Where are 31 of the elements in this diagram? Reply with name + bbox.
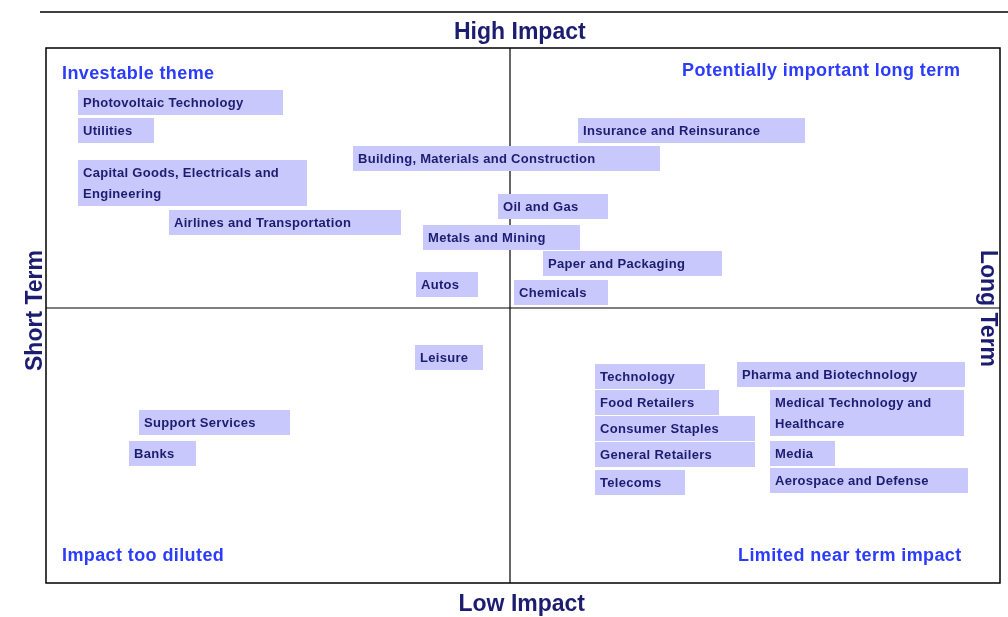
sector-label: Aerospace and Defense: [770, 468, 968, 493]
sector-label: Insurance and Reinsurance: [578, 118, 805, 143]
axis-title: Short Term: [20, 249, 48, 371]
sector-label: Food Retailers: [595, 390, 719, 415]
sector-label: Leisure: [415, 345, 483, 370]
sector-label: Support Services: [139, 410, 290, 435]
sector-label: Medical Technology and Healthcare: [770, 390, 964, 436]
sector-label: Paper and Packaging: [543, 251, 722, 276]
sector-label: Building, Materials and Construction: [353, 146, 660, 171]
quadrant-title: Potentially important long term: [682, 60, 961, 81]
sector-label: Photovoltaic Technology: [78, 90, 283, 115]
sector-label: Consumer Staples: [595, 416, 755, 441]
sector-label: Airlines and Transportation: [169, 210, 401, 235]
sector-label: Banks: [129, 441, 196, 466]
sector-label: Capital Goods, Electricals and Engineering: [78, 160, 307, 206]
axis-title: Long Term: [974, 249, 1002, 367]
sector-label: General Retailers: [595, 442, 755, 467]
quadrant-title: Investable theme: [62, 63, 215, 84]
quadrant-title: Impact too diluted: [62, 545, 225, 566]
axis-title: High Impact: [454, 18, 586, 45]
sector-label: Autos: [416, 272, 478, 297]
sector-label: Chemicals: [514, 280, 608, 305]
axis-title: Low Impact: [458, 590, 585, 617]
sector-label: Metals and Mining: [423, 225, 580, 250]
sector-label: Media: [770, 441, 835, 466]
sector-label: Pharma and Biotechnology: [737, 362, 965, 387]
quadrant-title: Limited near term impact: [738, 545, 962, 566]
sector-label: Utilities: [78, 118, 154, 143]
sector-label: Oil and Gas: [498, 194, 608, 219]
sector-label: Technology: [595, 364, 705, 389]
sector-label: Telecoms: [595, 470, 685, 495]
